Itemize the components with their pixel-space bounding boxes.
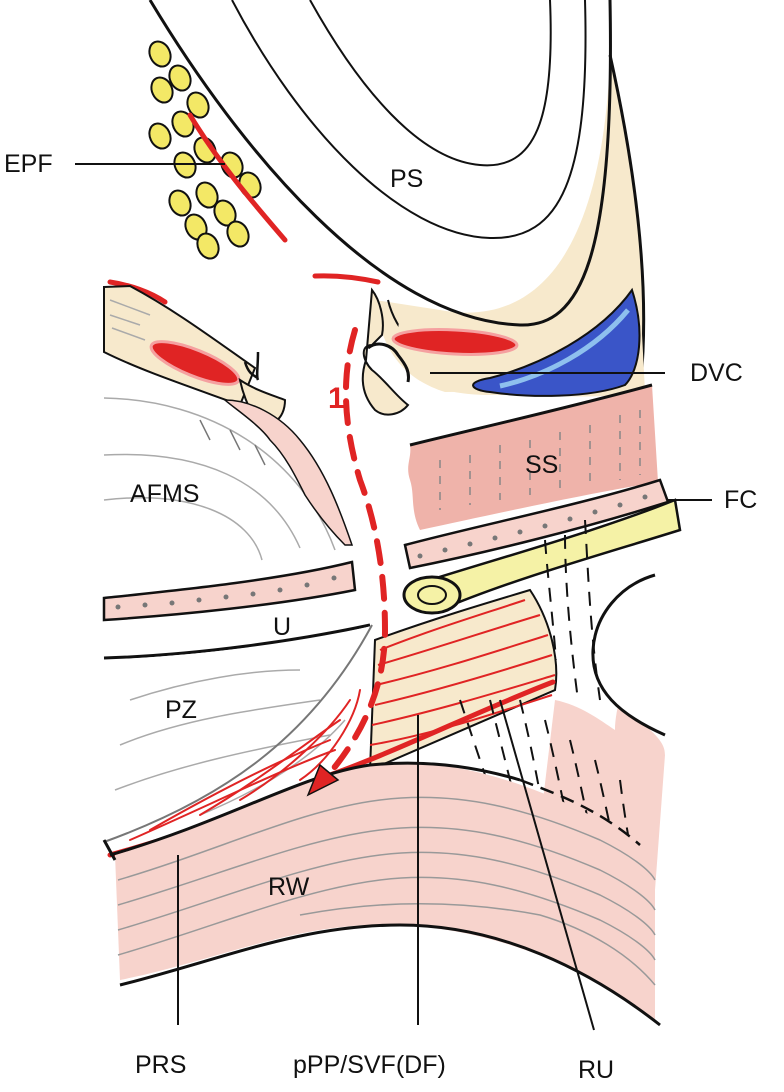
seminal-fan-region	[368, 588, 558, 772]
label-fc: FC	[724, 486, 757, 514]
leader-lines	[75, 163, 712, 1031]
label-pz: PZ	[165, 696, 197, 724]
dorsal-vascular-complex	[361, 287, 645, 416]
label-ss: SS	[525, 451, 558, 479]
striated-sphincter	[408, 383, 658, 530]
left-ligament	[103, 284, 287, 425]
step-marker: 1	[328, 382, 345, 415]
label-prs: PRS	[135, 1051, 186, 1079]
peripheral-zone	[103, 624, 375, 843]
label-afms: AFMS	[130, 480, 199, 508]
label-rw: RW	[268, 873, 310, 901]
urethra-catheter	[402, 478, 682, 615]
label-u: U	[273, 613, 291, 641]
urethra-left	[102, 560, 371, 660]
dissection-path-arrow	[306, 327, 389, 797]
rectal-wall	[102, 761, 661, 1027]
fascia-red-lines	[107, 112, 381, 305]
label-ps: PS	[390, 165, 423, 193]
label-ppp-svf: pPP/SVF(DF)	[293, 1051, 446, 1079]
label-epf: EPF	[4, 150, 53, 178]
prostate-afms	[103, 378, 354, 561]
endopelvic-fat	[148, 40, 262, 260]
label-dvc: DVC	[690, 359, 743, 387]
label-ru: RU	[578, 1056, 614, 1084]
